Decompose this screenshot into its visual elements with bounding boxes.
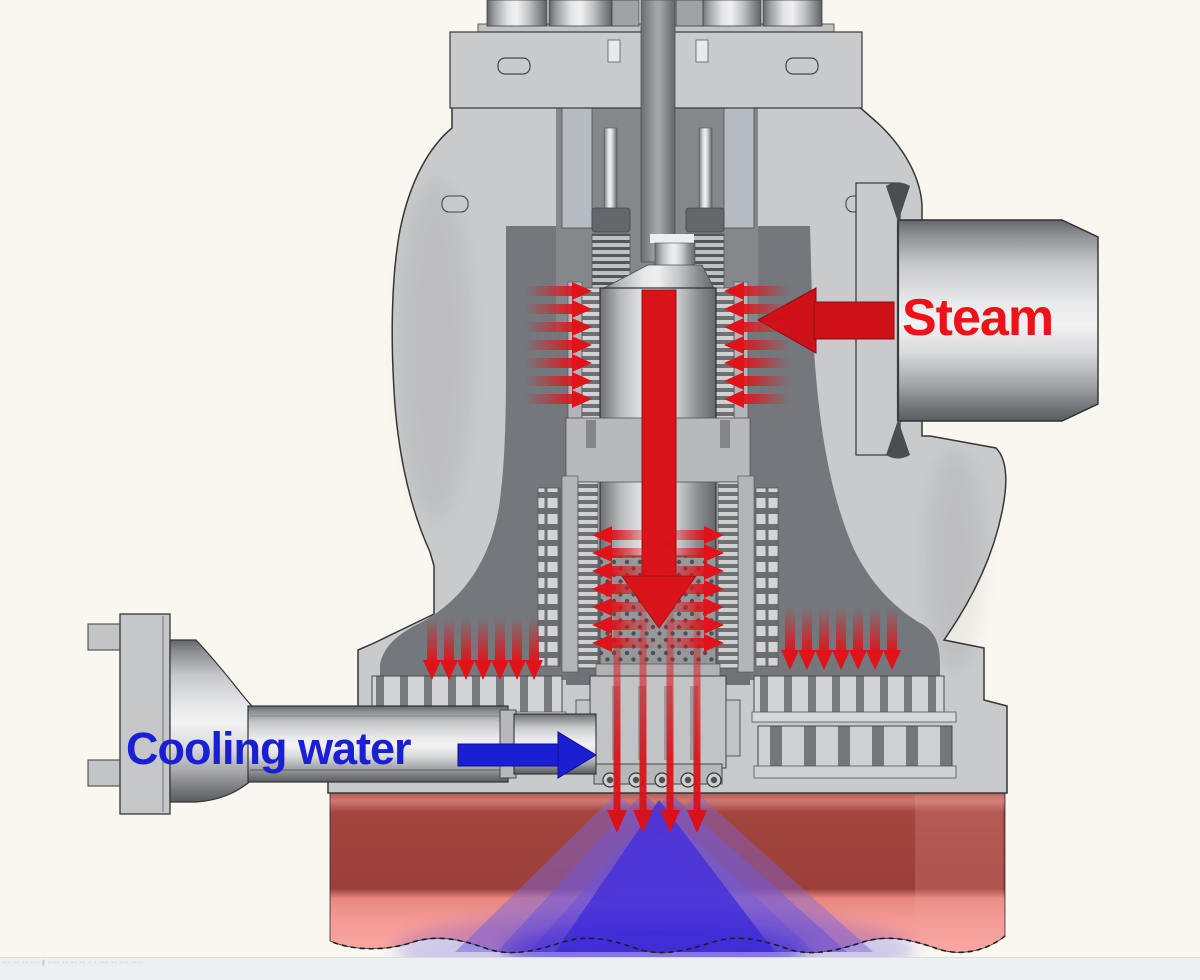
footer-strip: ··· ·· ·· ··· | ···· ·· ·· ·· · · ··· ··…	[0, 957, 1200, 980]
cooling-water-reducer	[169, 639, 253, 803]
spray-nozzles	[602, 772, 722, 788]
cooling-water-arrow	[457, 731, 597, 779]
weld-mark-bottom	[886, 420, 910, 459]
lower-cage-left	[577, 481, 599, 669]
spray-outlet-arrows	[607, 560, 707, 833]
steam-inlet-arrow	[756, 287, 895, 354]
lower-cage-right	[717, 481, 739, 669]
weld-mark-top	[886, 182, 910, 222]
plate-stack-left	[537, 487, 561, 667]
steam-chamber-left	[380, 226, 568, 680]
spray-nozzle-block	[575, 675, 741, 788]
footer-fine-print: ··· ·· ·· ··· | ···· ·· ·· ·· · · ··· ··…	[2, 960, 144, 966]
steam-label: Steam	[902, 289, 1054, 347]
plate-stack-right	[755, 487, 779, 667]
steam-flow-arrows	[423, 282, 901, 833]
valve-stem	[640, 0, 676, 263]
actuator-yoke-cylinders	[486, 0, 823, 27]
cooling-water-label: Cooling water	[126, 723, 412, 774]
downstream-wave-edge	[329, 935, 1006, 954]
